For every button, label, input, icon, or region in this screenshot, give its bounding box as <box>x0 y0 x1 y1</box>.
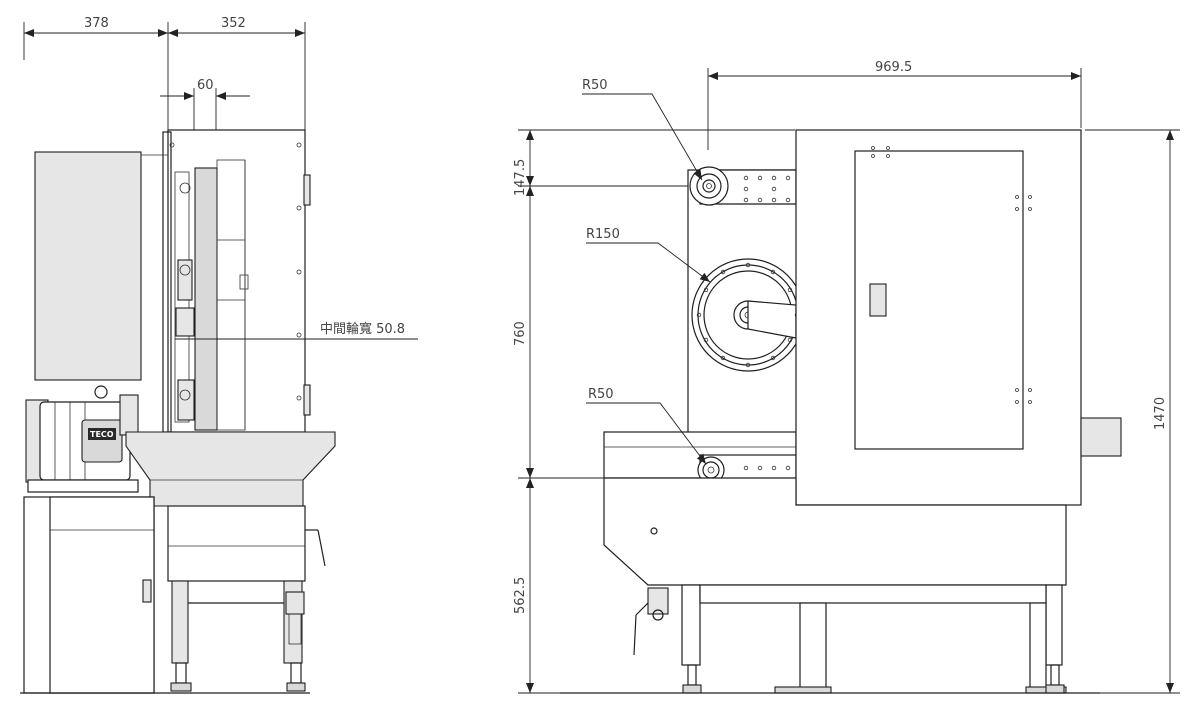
dim-label-562-5: 562.5 <box>513 577 528 614</box>
main-drive-wheel <box>691 258 805 372</box>
arm-holes-bottom <box>743 465 791 471</box>
side-frame <box>20 496 310 694</box>
dim-label-1470: 1470 <box>1153 397 1168 430</box>
cabinet-screws <box>871 146 1032 404</box>
dim-label-969-5: 969.5 <box>875 60 912 75</box>
dim-label-760: 760 <box>513 321 528 346</box>
machine-base <box>603 477 1067 586</box>
motor-brand-badge: TECO <box>90 430 114 439</box>
top-pulley <box>689 166 729 206</box>
arm-holes-top <box>743 175 791 203</box>
drain-valve-front <box>633 587 669 656</box>
label-r50-top: R50 <box>582 78 608 93</box>
front-view: 969.5 147.5 760 562.5 1470 <box>513 60 1180 694</box>
label-r50-bottom: R50 <box>588 387 614 402</box>
middle-wheel-width-label: 中間輪寬 50.8 <box>320 321 405 337</box>
dim-378 <box>23 22 306 130</box>
front-frame <box>560 584 1100 694</box>
side-outlet <box>1080 417 1122 457</box>
drain-valve-side <box>285 529 326 645</box>
leader-r150 <box>586 242 711 283</box>
motor: TECO <box>25 385 139 493</box>
door-handle <box>869 283 887 317</box>
dim-label-378: 378 <box>84 16 109 31</box>
side-bolts <box>169 142 311 416</box>
leader-r50-bottom <box>586 402 707 465</box>
label-r150: R150 <box>586 227 620 242</box>
dim-label-60: 60 <box>197 78 214 93</box>
dim-label-352: 352 <box>221 16 246 31</box>
collection-tray <box>125 431 336 507</box>
leader-r50-top <box>582 93 703 181</box>
side-cabinet <box>34 151 142 381</box>
dim-label-147-5: 147.5 <box>513 159 528 196</box>
side-view: 378 352 60 <box>20 16 418 694</box>
